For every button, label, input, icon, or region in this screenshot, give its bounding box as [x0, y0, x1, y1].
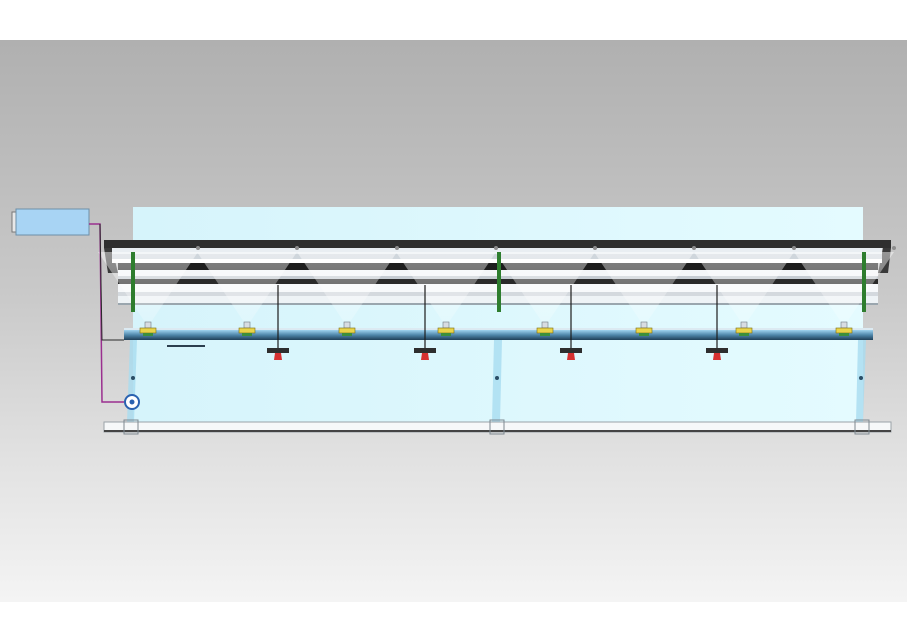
roof-bolt — [494, 246, 498, 250]
spray-cone — [694, 252, 794, 322]
spray-cone — [197, 252, 297, 322]
spray-cone — [594, 252, 694, 322]
sensor-icon — [267, 285, 289, 360]
roof-bolt — [395, 246, 399, 250]
greenhouse-spray-system-diagram — [11, 207, 896, 435]
pump-icon — [124, 394, 140, 410]
beam-underline-left — [167, 345, 205, 347]
roof-bolt — [196, 246, 200, 250]
floor-edge — [104, 430, 891, 432]
roof-bolt — [295, 246, 299, 250]
spray-nozzle-icon — [338, 321, 356, 336]
spray-beam — [124, 330, 873, 340]
roof-bolt — [892, 246, 896, 250]
spray-nozzle-icon — [635, 321, 653, 336]
sensor-icon — [706, 285, 728, 360]
sensor-icon — [414, 285, 436, 360]
spray-nozzle-icon — [835, 321, 853, 336]
roof-bolt — [792, 246, 796, 250]
green-post-left — [131, 252, 135, 312]
spray-cone — [495, 252, 595, 322]
spray-cone — [98, 252, 198, 322]
sensor-icon — [560, 285, 582, 360]
spray-nozzle-icon — [735, 321, 753, 336]
hanging-sensors — [267, 285, 728, 360]
spray-cone — [794, 252, 894, 322]
roof-bolt — [692, 246, 696, 250]
spray-nozzles — [139, 321, 853, 336]
spray-cone — [297, 252, 397, 322]
beam-cable — [99, 223, 124, 341]
roof-bolt — [593, 246, 597, 250]
render-viewport — [0, 40, 907, 602]
spray-nozzle-icon — [437, 321, 455, 336]
post-feet — [123, 419, 870, 435]
spray-nozzle-icon — [139, 321, 157, 336]
spray-beam-rail — [124, 328, 873, 330]
spray-nozzle-icon — [536, 321, 554, 336]
spray-cone — [396, 252, 496, 322]
spray-cones — [98, 246, 896, 322]
green-post-center — [497, 252, 501, 312]
control-box-icon — [11, 208, 90, 236]
roof-top-bar — [104, 240, 891, 248]
spray-nozzle-icon — [238, 321, 256, 336]
control-cable — [89, 223, 124, 403]
green-post-right — [862, 252, 866, 312]
